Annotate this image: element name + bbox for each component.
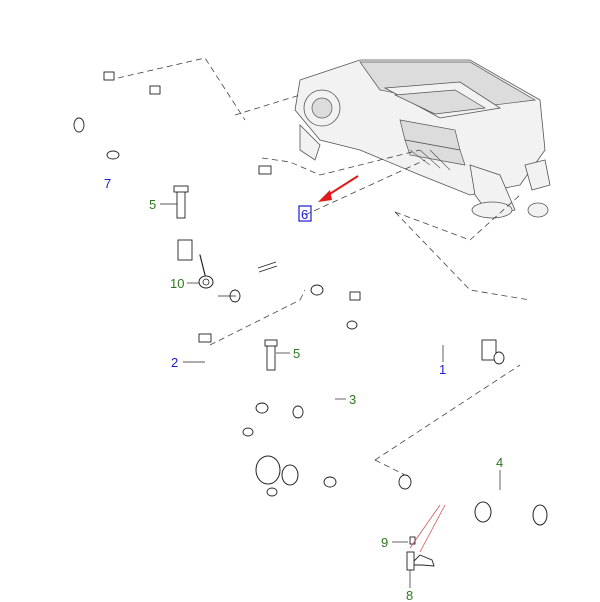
reference-lines <box>117 57 531 476</box>
connector-assembly <box>156 185 239 289</box>
callout-5-lower[interactable]: 5 <box>293 346 300 361</box>
hose-3 <box>292 384 344 488</box>
callout-6[interactable]: 6 <box>301 207 308 222</box>
callout-2[interactable]: 2 <box>171 355 178 370</box>
engine-block <box>294 59 551 219</box>
callout-3[interactable]: 3 <box>349 392 356 407</box>
part-6-highlight-box <box>298 205 312 222</box>
hose-2 <box>198 333 329 497</box>
bleed-screw-lower <box>264 339 278 371</box>
bracket-assembly <box>406 504 446 571</box>
highlight-arrow <box>318 175 359 202</box>
hose-7 <box>73 71 236 254</box>
callout-9[interactable]: 9 <box>381 535 388 550</box>
callout-7[interactable]: 7 <box>104 176 111 191</box>
hose-6 <box>229 165 292 303</box>
hose-1 <box>310 284 505 365</box>
callout-8[interactable]: 8 <box>406 588 413 602</box>
callout-4[interactable]: 4 <box>496 455 503 470</box>
callout-5-upper[interactable]: 5 <box>149 197 156 212</box>
callout-1[interactable]: 1 <box>439 362 446 377</box>
callout-10[interactable]: 10 <box>170 276 184 291</box>
hose-4 <box>398 474 548 526</box>
